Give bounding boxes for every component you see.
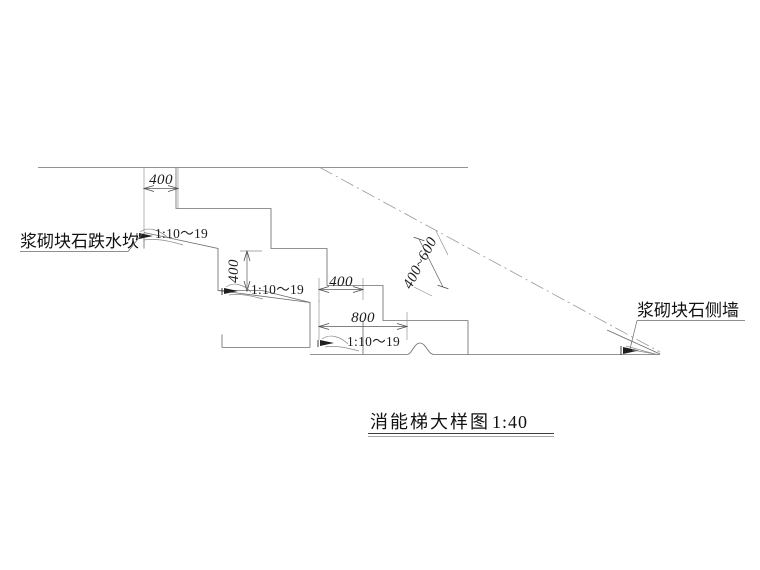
slope-arc-3 xyxy=(321,335,349,345)
slope-arrow-2 xyxy=(224,288,238,294)
slope-marker-2-group: 1:10～19 xyxy=(221,282,304,300)
slope-arc-1b xyxy=(143,239,184,246)
dim-slope-depth-text: 400~600 xyxy=(400,235,440,292)
slope-arc-1 xyxy=(139,228,169,239)
dim-top-tread-group: 400 xyxy=(144,167,178,232)
slope-arc-2 xyxy=(225,283,252,293)
rear-step-profile xyxy=(175,167,468,321)
slope-arc-2b xyxy=(228,294,264,300)
stilling-basin-block xyxy=(310,320,660,355)
break-symbol-wave xyxy=(406,342,435,355)
dim-lower-tread-group: 800 xyxy=(319,300,407,340)
sidewall-slope-top xyxy=(625,345,656,355)
slope-marker-1-group: 1:10～19 xyxy=(136,226,208,246)
front-step-profile xyxy=(143,232,311,348)
dim-slope-depth-line xyxy=(413,236,449,290)
slope-text-2: 1:10～19 xyxy=(251,282,304,297)
dim-top-tread-text: 400 xyxy=(149,172,173,188)
slope-text-1: 1:10～19 xyxy=(155,226,208,241)
dim-riser-group: 400 xyxy=(226,251,262,291)
slope-arc-3b xyxy=(324,346,360,352)
slope-text-3: 1:10～19 xyxy=(347,334,400,349)
rear-profile-polyline xyxy=(175,167,468,321)
slope-arrow-1 xyxy=(139,233,153,239)
dim-riser-text: 400 xyxy=(226,259,242,283)
title-text: 消能梯大样图 xyxy=(370,412,490,433)
slope-marker-3-group: 1:10～19 xyxy=(317,334,400,352)
left-note-text: 浆砌块石跌水坎 xyxy=(20,232,139,252)
right-sidewall-symbol-group xyxy=(606,329,661,355)
title-block: 消能梯大样图 1:40 xyxy=(368,412,554,437)
sidewall-slope-mid xyxy=(631,349,659,355)
front-tread-2 xyxy=(217,290,311,303)
right-note-text: 浆砌块石侧墙 xyxy=(637,301,739,321)
left-note-leader xyxy=(127,233,143,252)
dim-mid-tread-group: 400 xyxy=(319,274,363,302)
front-profile-upper xyxy=(143,232,311,348)
dashdot-slope-group xyxy=(319,167,661,353)
slope-arrow-3 xyxy=(320,340,334,346)
dim-slope-depth-group: 400~600 xyxy=(400,230,449,297)
right-note-leader xyxy=(629,320,638,350)
sidewall-face-line xyxy=(606,329,661,355)
dim-lower-tread-text: 800 xyxy=(351,310,375,326)
dim-mid-tread-text: 400 xyxy=(329,274,353,290)
dim-slope-depth-ext-bottom xyxy=(413,286,433,297)
left-callout-group: 浆砌块石跌水坎 xyxy=(20,232,143,252)
dim-slope-depth-ext-top xyxy=(435,230,449,256)
right-callout-group: 浆砌块石侧墙 xyxy=(629,301,745,350)
sidewall-arrow xyxy=(623,347,639,354)
title-scale: 1:40 xyxy=(492,412,528,432)
dashdot-slope-line xyxy=(319,167,661,353)
